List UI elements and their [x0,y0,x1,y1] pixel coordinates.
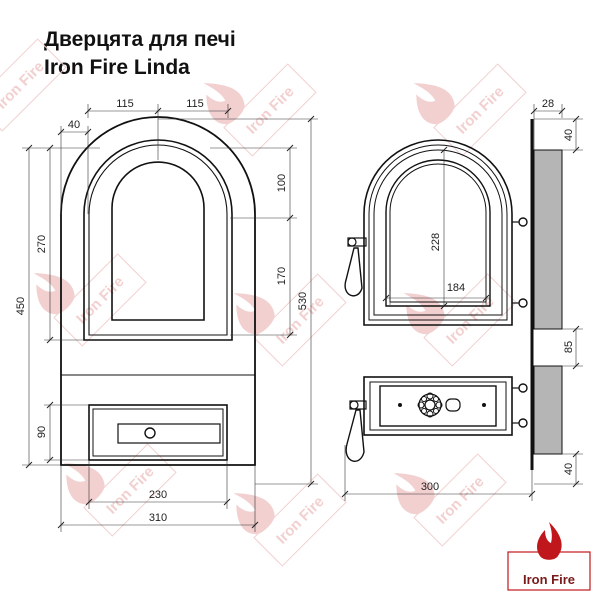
dim-label-top-left-half: 115 [116,98,134,110]
upper-door-handle [344,247,363,297]
lower-door-panel [379,385,497,427]
dim-label-glass-height: 228 [430,233,442,251]
front-view-ticks [25,107,315,529]
dim-label-glass-width: 184 [447,282,465,294]
latch-knob [347,237,357,247]
page-subtitle: Iron Fire Linda [44,56,190,79]
air-regulator-rosette [417,392,443,418]
lower-door-handle [345,409,365,462]
dim-label-top-offset: 40 [563,129,575,141]
watermark-text: Iron Fire [433,473,487,527]
watermark: Iron Fire [0,38,67,132]
hinge [518,217,528,227]
glass-pane [111,161,205,321]
wall-lower-block [533,365,563,455]
ash-drawer-inner [92,408,224,457]
window-frame-inner [88,144,228,336]
dim-label-side-margin: 40 [68,119,80,131]
dim-label-full-height: 530 [297,292,309,310]
rear-view-lower-door [349,376,528,436]
rear-view-upper-door [347,139,528,326]
front-view-dimensions [22,104,318,532]
dim-label-bottom-offset: 40 [563,463,575,475]
upper-door-glass [385,159,491,307]
dim-label-arch-height: 100 [276,174,288,192]
rear-upper-dimensions [386,150,490,306]
dim-label-drawer-height: 90 [36,426,48,438]
watermark: Iron Fire [220,273,347,367]
dim-label-overall-width: 310 [149,512,167,524]
dim-label-depth: 300 [421,481,439,493]
ash-drawer-slot [117,423,221,444]
dim-label-window-height: 170 [276,267,288,285]
ash-drawer-outer [88,404,228,461]
dim-label-gap-height: 85 [563,341,575,353]
watermark: Iron Fire [390,273,517,367]
watermark: Iron Fire [190,63,317,157]
watermark-text: Iron Fire [453,83,507,137]
wall-upper-block [533,149,563,330]
door-outer-outline [60,116,256,466]
front-view-door [60,116,256,466]
watermark-text: Iron Fire [273,493,327,547]
watermark: Iron Fire [380,453,507,547]
upper-door-outline [363,139,513,326]
lower-door-inner [369,381,507,431]
upper-door-rim-2 [373,149,503,316]
upper-door-glass-inner [389,163,487,303]
logo-text: Iron Fire [523,572,575,587]
watermark: Iron Fire [220,473,347,567]
flame-icon [537,522,562,560]
watermark-text: Iron Fire [243,83,297,137]
dim-label-body-width: 230 [149,489,167,501]
watermark-text: Iron Fire [0,58,48,112]
dim-label-overall-height: 450 [15,297,27,315]
lower-door-outline [363,376,513,436]
window-frame-outer [83,139,233,341]
watermark: Iron Fire [400,63,527,157]
hinge [518,298,528,308]
ash-drawer-knob [144,427,156,439]
dim-label-top-right-half: 115 [186,98,204,110]
upper-door-rim-1 [368,144,508,321]
dim-label-upper-height: 270 [36,235,48,253]
wall-section [530,119,563,470]
page-title: Дверцята для печі [44,28,236,51]
regulator-slider [445,398,461,412]
dim-label-frame-depth: 28 [542,98,554,110]
brand-logo: Iron Fire [507,522,591,591]
